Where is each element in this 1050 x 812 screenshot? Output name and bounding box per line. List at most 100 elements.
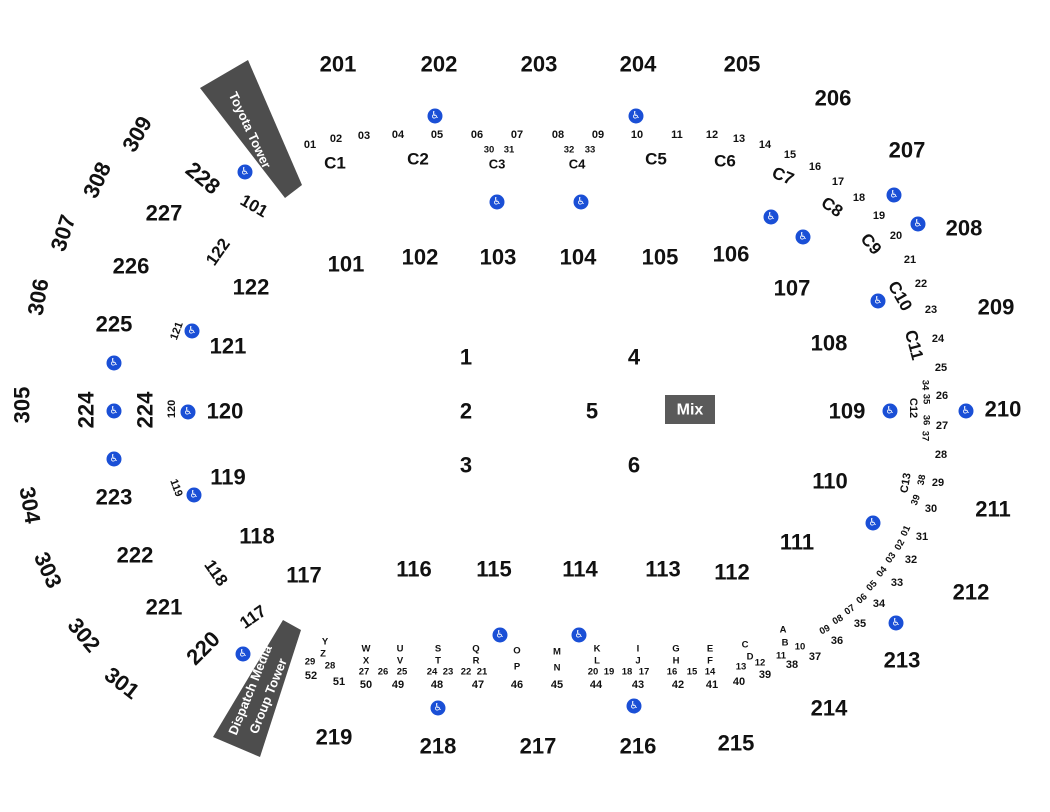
box-rb-09[interactable]: 09 — [818, 623, 833, 638]
section-221[interactable]: 221 — [146, 595, 183, 620]
suite-c11[interactable]: C11 — [901, 328, 927, 362]
section-117[interactable]: 117 — [286, 563, 322, 588]
section-205[interactable]: 205 — [724, 52, 761, 77]
box-18[interactable]: 18 — [853, 192, 865, 204]
box-19[interactable]: 19 — [873, 210, 885, 222]
section-217[interactable]: 217 — [520, 734, 557, 759]
box-28[interactable]: 28 — [935, 449, 947, 461]
box-07[interactable]: 07 — [511, 129, 523, 141]
box-rb-47[interactable]: 47 — [472, 679, 484, 691]
box-35-sub[interactable]: 35 — [921, 394, 932, 405]
box-25[interactable]: 25 — [935, 362, 947, 374]
box-rb-46[interactable]: 46 — [511, 679, 523, 691]
box-26[interactable]: 26 — [936, 390, 948, 402]
section-304[interactable]: 304 — [15, 485, 46, 526]
section-307[interactable]: 307 — [45, 212, 80, 255]
suite-c10[interactable]: C10 — [884, 278, 916, 315]
box-17[interactable]: 17 — [832, 176, 844, 188]
box-rb-51[interactable]: 51 — [333, 676, 345, 688]
mix-area[interactable]: Mix — [665, 395, 715, 424]
section-101[interactable]: 101 — [328, 252, 365, 277]
box-rb-02[interactable]: 02 — [893, 538, 908, 553]
suite-c3[interactable]: C3 — [489, 157, 506, 172]
box-30[interactable]: 30 — [925, 503, 937, 515]
section-227[interactable]: 227 — [146, 201, 183, 226]
suite-c5[interactable]: C5 — [645, 150, 667, 169]
section-114[interactable]: 114 — [562, 557, 598, 582]
box-05[interactable]: 05 — [431, 129, 443, 141]
floor-5[interactable]: 5 — [586, 399, 598, 424]
box-rb-41[interactable]: 41 — [706, 679, 718, 691]
section-104[interactable]: 104 — [560, 245, 597, 270]
box-29[interactable]: 29 — [932, 477, 944, 489]
box-rb-50[interactable]: 50 — [360, 679, 372, 691]
suite-c7[interactable]: C7 — [769, 163, 796, 189]
box-rb-35[interactable]: 35 — [854, 618, 866, 630]
box-04[interactable]: 04 — [392, 129, 405, 141]
section-218[interactable]: 218 — [420, 734, 457, 759]
section-211[interactable]: 211 — [975, 497, 1011, 522]
section-120[interactable]: 120 — [207, 399, 244, 424]
box-rb-08[interactable]: 08 — [831, 613, 846, 628]
section-118[interactable]: 118 — [239, 524, 275, 549]
section-215[interactable]: 215 — [718, 731, 755, 756]
section-103[interactable]: 103 — [480, 245, 517, 270]
box-37-sub[interactable]: 37 — [920, 431, 931, 442]
box-34-sub[interactable]: 34 — [920, 380, 931, 391]
box-23[interactable]: 23 — [925, 304, 937, 316]
box-rb-05[interactable]: 05 — [864, 578, 880, 594]
section-213[interactable]: 213 — [884, 648, 921, 673]
box-rb-44[interactable]: 44 — [590, 679, 603, 691]
suite-c12[interactable]: C12 — [907, 398, 919, 418]
box-15[interactable]: 15 — [784, 149, 796, 161]
box-16[interactable]: 16 — [809, 161, 821, 173]
section-302[interactable]: 302 — [63, 613, 106, 657]
section-226[interactable]: 226 — [113, 254, 150, 279]
box-rb-04[interactable]: 04 — [874, 564, 890, 580]
box-rb-33[interactable]: 33 — [891, 577, 903, 589]
box-36-sub[interactable]: 36 — [921, 415, 932, 426]
box-39-sub[interactable]: 39 — [909, 493, 923, 507]
section-212[interactable]: 212 — [953, 580, 990, 605]
box-rb-36[interactable]: 36 — [831, 635, 843, 647]
box-rb-42[interactable]: 42 — [672, 679, 684, 691]
box-38-sub[interactable]: 38 — [916, 474, 929, 486]
box-22[interactable]: 22 — [915, 278, 927, 290]
section-109[interactable]: 109 — [829, 399, 866, 424]
box-14[interactable]: 14 — [759, 139, 772, 151]
box-rb-31[interactable]: 31 — [916, 531, 928, 543]
suite-c8[interactable]: C8 — [818, 193, 847, 221]
box-rb-52[interactable]: 52 — [305, 670, 317, 682]
section-223[interactable]: 223 — [96, 485, 133, 510]
section-107[interactable]: 107 — [774, 276, 811, 301]
box-rb-38[interactable]: 38 — [786, 659, 798, 671]
suite-c4[interactable]: C4 — [569, 157, 586, 172]
section-113[interactable]: 113 — [645, 557, 681, 582]
section-228[interactable]: 228 — [181, 157, 225, 200]
box-20[interactable]: 20 — [890, 230, 902, 242]
section-122[interactable]: 122 — [233, 275, 270, 300]
section-303[interactable]: 303 — [29, 548, 67, 592]
section-214[interactable]: 214 — [811, 696, 848, 721]
box-10[interactable]: 10 — [631, 129, 643, 141]
section-203[interactable]: 203 — [521, 52, 558, 77]
section-305[interactable]: 305 — [10, 387, 35, 424]
box-02[interactable]: 02 — [330, 133, 342, 145]
section-111[interactable]: 111 — [780, 530, 814, 555]
floor-6[interactable]: 6 — [628, 453, 640, 478]
box-rb-40[interactable]: 40 — [733, 676, 745, 688]
box-rb-07[interactable]: 07 — [843, 602, 858, 617]
section-106[interactable]: 106 — [713, 242, 750, 267]
section-112[interactable]: 112 — [714, 560, 750, 585]
section-210[interactable]: 210 — [985, 397, 1022, 422]
section-102[interactable]: 102 — [402, 245, 439, 270]
box-rb-01[interactable]: 01 — [899, 523, 914, 538]
suite-c9[interactable]: C9 — [857, 230, 886, 259]
section-219[interactable]: 219 — [316, 725, 353, 750]
section-225[interactable]: 225 — [96, 312, 133, 337]
section-202[interactable]: 202 — [421, 52, 458, 77]
box-rb-37[interactable]: 37 — [809, 651, 821, 663]
box-11[interactable]: 11 — [671, 129, 683, 141]
section-119[interactable]: 119 — [210, 465, 246, 490]
section-201[interactable]: 201 — [320, 52, 357, 77]
